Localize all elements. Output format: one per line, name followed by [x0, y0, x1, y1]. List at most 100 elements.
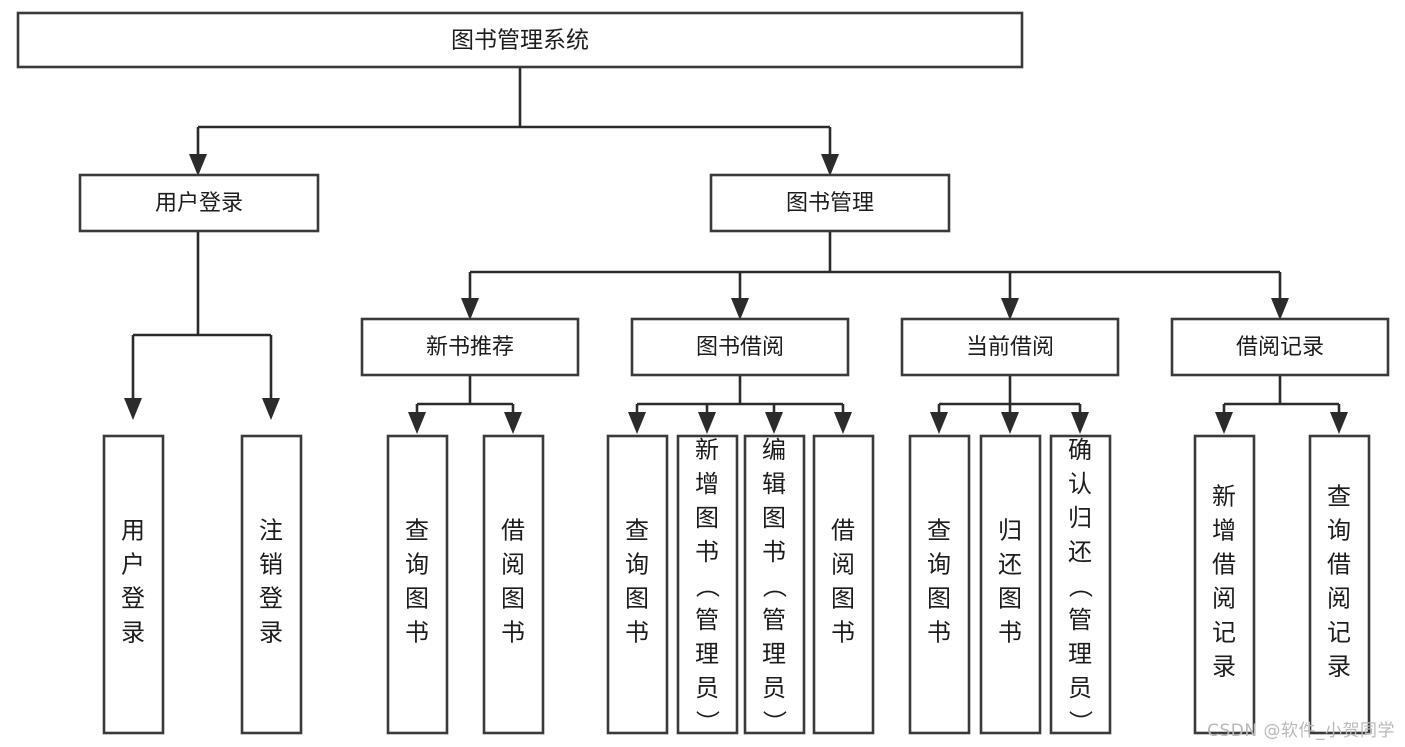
connector-layer [124, 67, 1348, 434]
leaf-box[interactable] [386, 434, 449, 735]
leaf-box[interactable] [676, 434, 739, 735]
node-book-manage[interactable]: 图书管理 [709, 173, 951, 233]
leaf-label-char: （ [693, 574, 721, 598]
leaf-label-char: 图 [998, 585, 1022, 613]
leaf-label-char: 询 [405, 551, 429, 579]
arrow-head-icon [189, 154, 207, 176]
leaf-box[interactable] [908, 434, 971, 735]
node-current-borrow-box[interactable] [900, 317, 1120, 377]
leaf-label-char: 理 [695, 640, 719, 668]
leaf-label-char: 书 [695, 538, 719, 566]
leaf-box[interactable] [606, 434, 669, 735]
node-user-login-label: 用户登录 [155, 191, 243, 216]
leaf-box[interactable] [812, 434, 875, 735]
leaf-node[interactable]: 用户登录 [102, 434, 165, 735]
arrow-head-icon [821, 154, 839, 176]
leaf-label-char: 增 [695, 470, 719, 498]
leaf-box[interactable] [1049, 434, 1112, 735]
leaf-label-char: 书 [998, 619, 1022, 647]
node-user-login[interactable]: 用户登录 [78, 173, 320, 233]
node-user-login-box[interactable] [78, 173, 320, 233]
leaf-label-char: 员 [1068, 674, 1092, 702]
node-book-borrow-label: 图书借阅 [696, 335, 784, 360]
node-book-borrow[interactable]: 图书借阅 [630, 317, 850, 377]
leaf-label-char: 还 [998, 551, 1022, 579]
leaf-label-char: 理 [762, 640, 786, 668]
leaf-label-char: 阅 [1327, 585, 1351, 613]
leaf-box[interactable] [482, 434, 545, 735]
leaf-label-char: 销 [259, 551, 283, 579]
leaf-label-char: 登 [121, 585, 145, 613]
leaf-label-char: 记 [1212, 619, 1236, 647]
leaf-label-char: ） [693, 710, 721, 734]
leaf-label-char: 认 [1068, 470, 1092, 498]
node-borrow-record-box[interactable] [1170, 317, 1390, 377]
leaf-label-char: 借 [501, 517, 525, 545]
leaf-label-char: 查 [1327, 483, 1351, 511]
node-new-book-recommend[interactable]: 新书推荐 [360, 317, 580, 377]
leaf-box[interactable] [1308, 434, 1371, 735]
leaf-label-char: 图 [695, 504, 719, 532]
arrow-head-icon [765, 412, 783, 434]
leaf-label-char: 登 [259, 585, 283, 613]
leaf-label-char: 户 [121, 551, 145, 579]
arrow-head-icon [698, 412, 716, 434]
arrow-head-icon [461, 298, 479, 320]
leaf-box[interactable] [743, 434, 806, 735]
node-new-book-recommend-label: 新书推荐 [426, 335, 514, 360]
leaf-label-char: 归 [998, 517, 1022, 545]
leaf-label-char: 录 [1212, 653, 1236, 681]
arrow-head-icon [1215, 412, 1233, 434]
leaf-label-char: 管 [762, 606, 786, 634]
leaf-label-char: 归 [1068, 504, 1092, 532]
node-book-manage-box[interactable] [709, 173, 951, 233]
leaf-box[interactable] [1193, 434, 1256, 735]
leaf-box[interactable] [979, 434, 1042, 735]
node-root-box[interactable] [16, 11, 1024, 69]
arrow-head-icon [504, 412, 522, 434]
leaf-label-char: 图 [831, 585, 855, 613]
leaf-label-char: ） [760, 710, 788, 734]
node-current-borrow[interactable]: 当前借阅 [900, 317, 1120, 377]
node-book-manage-label: 图书管理 [786, 191, 874, 216]
leaf-box[interactable] [102, 434, 165, 735]
node-root[interactable]: 图书管理系统 [16, 11, 1024, 69]
leaf-label-char: 员 [695, 674, 719, 702]
leaf-label-char: 录 [121, 619, 145, 647]
leaf-label-char: 辑 [762, 470, 786, 498]
leaf-label-char: 员 [762, 674, 786, 702]
leaf-box[interactable] [240, 434, 303, 735]
leaf-label-char: 借 [1212, 551, 1236, 579]
node-book-borrow-box[interactable] [630, 317, 850, 377]
arrow-head-icon [628, 412, 646, 434]
leaf-label-char: 借 [831, 517, 855, 545]
node-borrow-record[interactable]: 借阅记录 [1170, 317, 1390, 377]
arrow-head-icon [930, 412, 948, 434]
node-current-borrow-label: 当前借阅 [966, 335, 1054, 360]
leaf-label-char: （ [760, 574, 788, 598]
arrow-head-icon [1330, 412, 1348, 434]
node-new-book-recommend-box[interactable] [360, 317, 580, 377]
arrow-head-icon [1001, 298, 1019, 320]
